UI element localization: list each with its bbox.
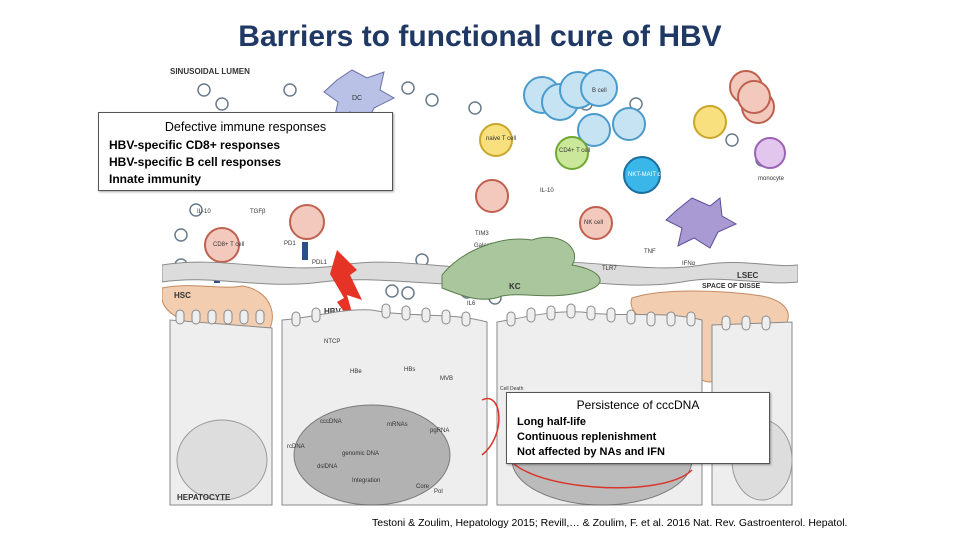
cd8-cluster-top (729, 70, 775, 124)
label-nk-cell: NK cell (584, 220, 603, 226)
red-arrow-left (481, 397, 500, 456)
nkt-mait-cell: NKT-MAIT cell (623, 156, 667, 194)
citation: Testoni & Zoulim, Hepatology 2015; Revil… (372, 517, 848, 529)
immune-item: HBV-specific CD8+ responses (109, 138, 281, 152)
label-cd4-t-cell: CD4+ T cell (559, 148, 590, 154)
cccdna-item: Continuous replenishment (517, 431, 657, 443)
label-tim3: TIM3 (475, 231, 489, 237)
label-hbv: HBV (324, 307, 342, 316)
label-space-of-disse: SPACE OF DISSE (702, 283, 761, 290)
nk-cell: NK cell (579, 206, 613, 240)
label-pol: Pol (434, 489, 443, 495)
label-ntcp: NTCP (324, 339, 340, 345)
red-arrow-right (506, 454, 693, 489)
label-cd8-t-cell: CD8+ T cell (213, 242, 244, 248)
cccdna-box: Persistence of cccDNA Long half-life Con… (506, 392, 770, 464)
label-integration: Integration (352, 478, 380, 484)
slide-title: Barriers to functional cure of HBV (238, 20, 722, 53)
immune-item: Innate immunity (109, 172, 202, 186)
kc-cell: KC (441, 236, 601, 300)
hbv-entry-arrow: HBV (324, 250, 362, 330)
cccdna-item: Not affected by NAs and IFN (517, 446, 665, 458)
cd4-t-cell: CD4+ T cell (555, 136, 590, 170)
label-mvb: MVB (440, 376, 453, 382)
label-lsec: LSEC (737, 271, 759, 280)
monocyte: monocyte (754, 137, 786, 182)
label-il10-mid: IL-10 (540, 188, 554, 194)
naive-t-cells: naive T cell (479, 105, 727, 157)
immune-item: HBV-specific B cell responses (109, 155, 282, 169)
label-pdl1: PDL1 (312, 260, 328, 266)
label-sinusoidal-lumen: SINUSOIDAL LUMEN (170, 67, 250, 76)
replication-labels: NTCP HBe HBs MVB cccDNA rcDNA dslDNA gen… (287, 339, 524, 495)
label-genomic-dna: genomic DNA (342, 451, 379, 457)
label-cccdna: cccDNA (320, 419, 342, 425)
label-dc: DC (352, 95, 362, 102)
label-mrnas: mRNAs (387, 422, 408, 428)
label-monocyte: monocyte (758, 176, 785, 182)
label-core: Core (416, 484, 430, 490)
b-cell-cluster (523, 69, 646, 147)
label-tlr7-top: TLR7 (602, 266, 617, 272)
label-il6: IL6 (467, 301, 476, 307)
label-pgrna: pgRNA (430, 428, 449, 434)
label-dsldna: dslDNA (317, 464, 337, 470)
label-ifn: IFNα (682, 261, 696, 267)
label-hepatocyte: HEPATOCYTE (177, 493, 231, 502)
defective-immune-box: Defective immune responses HBV-specific … (98, 112, 393, 191)
label-tnf: TNF (644, 249, 656, 255)
label-hbe: HBe (350, 369, 362, 375)
label-rcdna: rcDNA (287, 444, 305, 450)
label-hbs: HBs (404, 367, 415, 373)
dc-cell: DC (323, 69, 396, 123)
label-tgfb: TGFβ (250, 209, 266, 215)
label-b-cell: B cell (592, 88, 607, 94)
label-naive-t-cell: naive T cell (486, 136, 516, 142)
label-kc: KC (509, 282, 521, 291)
label-nkt-mait: NKT-MAIT cell (628, 172, 667, 178)
cccdna-item: Long half-life (517, 416, 587, 428)
label-cell-death: Cell Death (500, 386, 524, 392)
defective-immune-heading: Defective immune responses (164, 120, 327, 134)
pdc-cell (665, 197, 738, 249)
cd8-cells-left: CD8+ T cell PD1 PDL1 (204, 204, 328, 283)
label-hsc: HSC (174, 291, 191, 300)
label-pd1: PD1 (284, 241, 296, 247)
label-il10-left: IL-10 (197, 209, 211, 215)
cccdna-heading: Persistence of cccDNA (576, 398, 700, 412)
